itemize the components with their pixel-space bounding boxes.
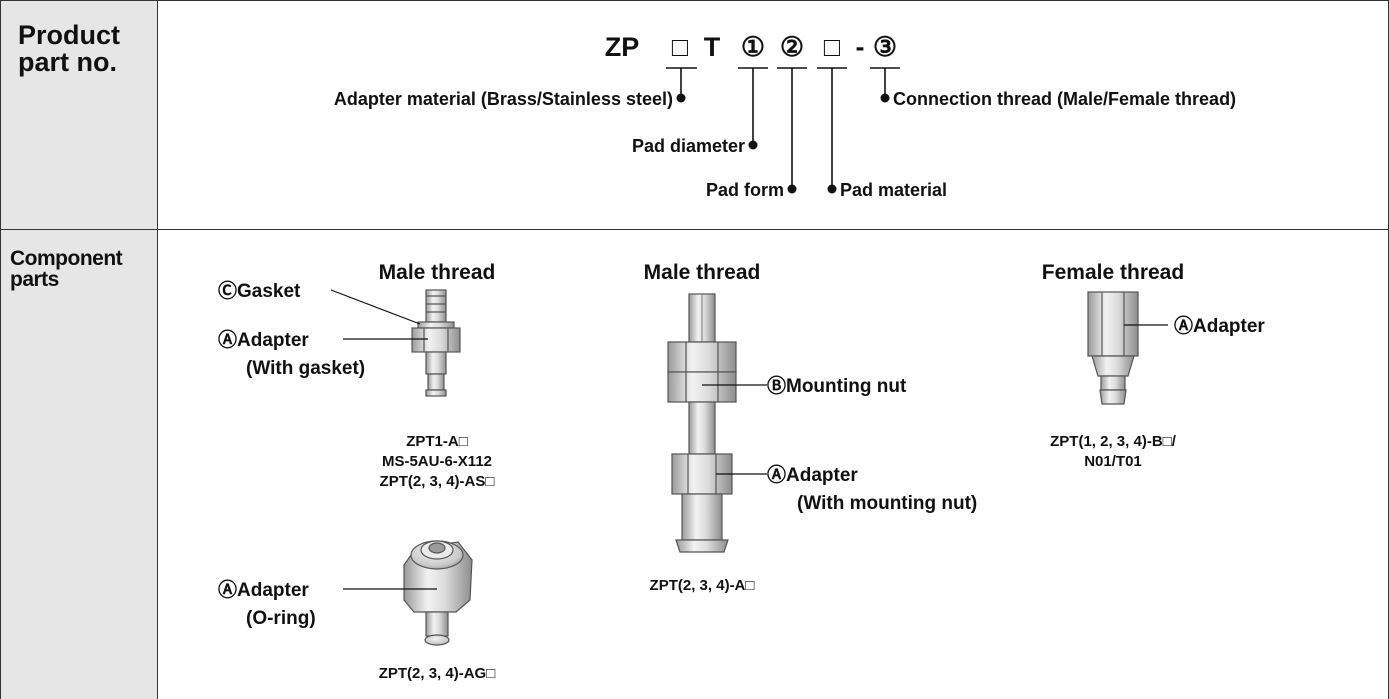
code-segment-dash: - <box>856 32 865 62</box>
code-leader-lines <box>666 67 900 189</box>
code-segment-box-2: □ <box>824 32 841 62</box>
oring-component: ⒶAdapter (O-ring) ZPT(2, 3, 4)-AG□ <box>218 540 496 682</box>
callout-connection-thread: Connection thread (Male/Female thread) <box>893 89 1236 109</box>
adapter-with-gasket-drawing <box>411 289 461 397</box>
code-segment-box: □ <box>672 32 689 62</box>
gasket-label: ⒸGasket <box>218 279 301 302</box>
female-adapter-drawing <box>1087 291 1139 405</box>
label-line: part no. <box>18 47 117 77</box>
table-border-row <box>0 229 1389 230</box>
long-adapter-label: ⒶAdapter <box>767 463 858 486</box>
female-code-text: N01/T01 <box>1084 453 1142 470</box>
code-leader-dots <box>676 93 890 194</box>
part-code-text: MS-5AU-6-X112 <box>382 453 492 470</box>
table-border-column <box>157 0 158 699</box>
row-label-cell-component <box>0 229 157 699</box>
table-border-top <box>0 0 1389 1</box>
adapter-sub-label: (With gasket) <box>246 358 365 379</box>
male-thread-title: Male thread <box>379 261 496 284</box>
part-code-text: ZPT(2, 3, 4)-AS□ <box>380 473 495 490</box>
male-long-leaders <box>702 384 767 475</box>
male-small-leaders <box>330 289 428 340</box>
female-code-text: ZPT(1, 2, 3, 4)-B□/ <box>1050 433 1177 450</box>
callout-adapter-material: Adapter material (Brass/Stainless steel) <box>334 89 673 109</box>
code-segment-circle-2: ② <box>780 32 804 62</box>
product-part-no-label: Product part no. <box>18 22 120 76</box>
label-line: parts <box>10 268 59 291</box>
code-segment-circle-1: ① <box>741 32 765 62</box>
part-code-text: ZPT1-A□ <box>406 433 468 450</box>
female-thread-title: Female thread <box>1042 261 1184 284</box>
mounting-nut-label: ⒷMounting nut <box>767 374 907 397</box>
oring-code-text: ZPT(2, 3, 4)-AG□ <box>379 665 496 682</box>
code-segment-circle-3: ③ <box>873 32 897 62</box>
long-code-text: ZPT(2, 3, 4)-A□ <box>650 577 755 594</box>
callout-pad-material: Pad material <box>840 180 947 200</box>
label-line: Component <box>10 247 123 270</box>
callout-pad-form: Pad form <box>706 180 784 200</box>
component-parts-label: Component parts <box>10 247 123 291</box>
male-thread-long-title: Male thread <box>644 261 761 284</box>
code-callouts: Adapter material (Brass/Stainless steel)… <box>334 89 1236 200</box>
female-thread-component: Female thread ⒶAdapter ZPT(1, 2, 3, 4)-B… <box>1042 261 1266 470</box>
code-segment-t: T <box>704 32 721 62</box>
adapter-with-nut-drawing <box>667 293 737 553</box>
callout-pad-diameter: Pad diameter <box>632 136 745 156</box>
oring-sub-label: (O-ring) <box>246 608 316 629</box>
part-code: ZP □ T ① ② □ - ③ <box>605 32 897 62</box>
male-thread-long-component: Male thread ⒷMounting nut ⒶAdapter (W <box>644 261 978 594</box>
label-line: Product <box>18 20 121 50</box>
row-label-cell-product <box>0 0 157 229</box>
oring-adapter-label: ⒶAdapter <box>218 578 309 601</box>
table-border-left <box>0 0 1 699</box>
code-segment-zp: ZP <box>605 32 640 62</box>
female-adapter-label: ⒶAdapter <box>1174 314 1265 337</box>
long-adapter-sub-label: (With mounting nut) <box>797 493 977 514</box>
male-thread-small-component: Male thread ⒸGasket ⒶAdapter (With gaske… <box>218 261 495 490</box>
adapter-oring-drawing <box>403 540 473 646</box>
adapter-label: ⒶAdapter <box>218 328 309 351</box>
